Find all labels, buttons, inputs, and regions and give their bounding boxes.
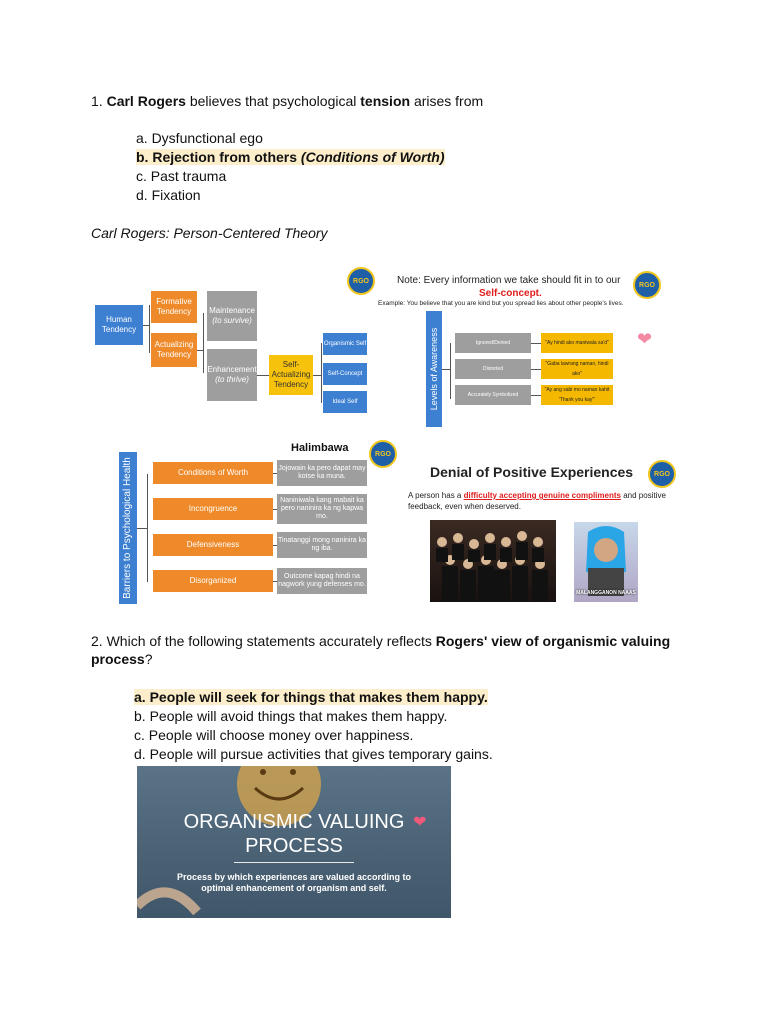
formative-tendency-box: Formative Tendency (151, 291, 197, 323)
option-b-text: b. Rejection from others (136, 149, 298, 165)
rgo-logo-2: RGO (633, 271, 661, 299)
slide-barriers: Barriers to Psychological Health Halimba… (91, 438, 404, 608)
name-carl-rogers: Carl Rogers (106, 93, 186, 109)
barrier-disorganized: Disorganized (153, 570, 273, 592)
option-b-extra: (Conditions of Worth) (300, 149, 445, 165)
rgo-logo-4: RGO (648, 460, 676, 488)
self-concept-text: Self-concept. (479, 288, 542, 299)
human-tendency-box: Human Tendency (95, 305, 143, 345)
maintenance-label: Maintenance (209, 306, 255, 315)
q2-option-a-text: a. People will seek for things that make… (134, 689, 488, 705)
levels-label-wrap: Levels of Awareness (426, 311, 442, 427)
barrier-defensiveness: Defensiveness (153, 534, 273, 556)
barrier-conditions-example: Jojowain ka pero dapat may kotse ka muna… (277, 460, 367, 486)
question-text-end: arises from (413, 93, 484, 109)
denial-body: A person has a difficulty accepting genu… (408, 490, 670, 512)
denial-body-a: A person has a (408, 491, 462, 500)
barrier-disorganized-example: Outcome kapag hindi na nagwork yung defe… (277, 568, 367, 594)
actualizing-tendency-box: Actualizing Tendency (151, 333, 197, 367)
organismic-desc: Process by which experiences are valued … (176, 872, 412, 893)
q2-option-c: c. People will choose money over happine… (134, 727, 414, 743)
question-text: believes that psychological (189, 93, 357, 109)
option-b-correct: b. Rejection from others (Conditions of … (136, 148, 445, 167)
level-accurate-box: Accurately Symbolized (455, 385, 531, 405)
meme-photo: MALANGGANON NAAAS (574, 522, 638, 602)
rgo-logo: RGO (347, 267, 375, 295)
note-text: Note: Every information we take should f… (397, 275, 621, 286)
heart-icon: ❤ (637, 329, 653, 349)
barrier-conditions: Conditions of Worth (153, 462, 273, 484)
question-2-text: Which of the following statements accura… (106, 633, 432, 649)
smiley-balloon-icon (137, 766, 321, 916)
slide-denial: Denial of Positive Experiences RGO A per… (404, 450, 676, 608)
ideal-self-box: Ideal Self (323, 391, 367, 413)
level-distorted-example: "Gaba lawrang naman, hindi ako" (541, 359, 613, 379)
level-distorted-box: Distorted (455, 359, 531, 379)
barrier-incongruence-example: Naniniwala kang mabait ka pero naninira … (277, 494, 367, 524)
maintenance-box: Maintenance (to survive) (207, 291, 257, 341)
barrier-defensiveness-example: Tinatanggi mong naninira ka ng iba. (277, 532, 367, 558)
organismic-self-box: Organismic Self (323, 333, 367, 355)
denial-body-red: difficulty accepting genuine compliments (463, 491, 621, 500)
barriers-label: Barriers to Psychological Health (122, 457, 134, 599)
term-tension: tension (360, 93, 411, 109)
denial-title: Denial of Positive Experiences (430, 464, 634, 480)
level-ignored-example: "Ay hindi ako maniwala sa'd" (541, 333, 613, 353)
q2-option-b: b. People will avoid things that makes t… (134, 708, 448, 724)
level-ignored-box: Ignored/Denied (455, 333, 531, 353)
q2-option-a-correct: a. People will seek for things that make… (134, 688, 488, 707)
barrier-incongruence: Incongruence (153, 498, 273, 520)
maintenance-sub: (to survive) (212, 316, 252, 325)
meme-caption: MALANGGANON NAAAS (576, 590, 636, 596)
organismic-title-2: PROCESS (245, 835, 343, 857)
option-d: d. Fixation (136, 187, 201, 203)
question-2-bold: Rogers' view of organismic valuing proce… (91, 633, 671, 667)
option-c: c. Past trauma (136, 168, 227, 184)
organismic-title-1: ORGANISMIC VALUING (183, 811, 405, 833)
enhancement-box: Enhancement (to thrive) (207, 349, 257, 401)
q2-option-d: d. People will pursue activities that gi… (134, 746, 493, 762)
levels-bar (426, 311, 442, 427)
option-a: a. Dysfunctional ego (136, 130, 263, 146)
meme-photo-illustration (586, 526, 626, 596)
level-accurate-example: "Ay ang sabi mo naman kahit 'Thank you k… (541, 385, 613, 405)
halimbawa-heading: Halimbawa (291, 442, 349, 454)
question-2-number: 2. (91, 633, 103, 649)
slide-human-tendency: Human Tendency Formative Tendency Actual… (91, 263, 662, 430)
crowd-photo (430, 520, 556, 602)
rgo-logo-3: RGO (369, 440, 397, 468)
question-2-end: ? (144, 651, 153, 667)
question-number: 1. (91, 93, 103, 109)
denial-body-b: and positive feedback, even when deserve… (408, 491, 666, 511)
enhancement-label: Enhancement (207, 365, 257, 374)
self-concept-box: Self-Concept (323, 363, 367, 385)
question-2: 2. Which of the following statements acc… (91, 632, 671, 668)
self-actualizing-box: Self-Actualizing Tendency (269, 355, 313, 395)
divider (234, 862, 354, 863)
example-text: Example: You believe that you are kind b… (378, 300, 624, 307)
barriers-bar (119, 452, 137, 604)
question-1: 1. Carl Rogers believes that psychologic… (91, 92, 483, 110)
levels-label: Levels of Awareness (429, 327, 440, 411)
crowd-photo-illustration (436, 531, 548, 602)
enhancement-sub: (to thrive) (215, 375, 249, 384)
caption: Carl Rogers: Person-Centered Theory (91, 225, 328, 241)
heart-icon-2: ❤ (413, 814, 427, 831)
slide-organismic: ORGANISMIC VALUING PROCESS ❤ Process by … (137, 766, 451, 918)
